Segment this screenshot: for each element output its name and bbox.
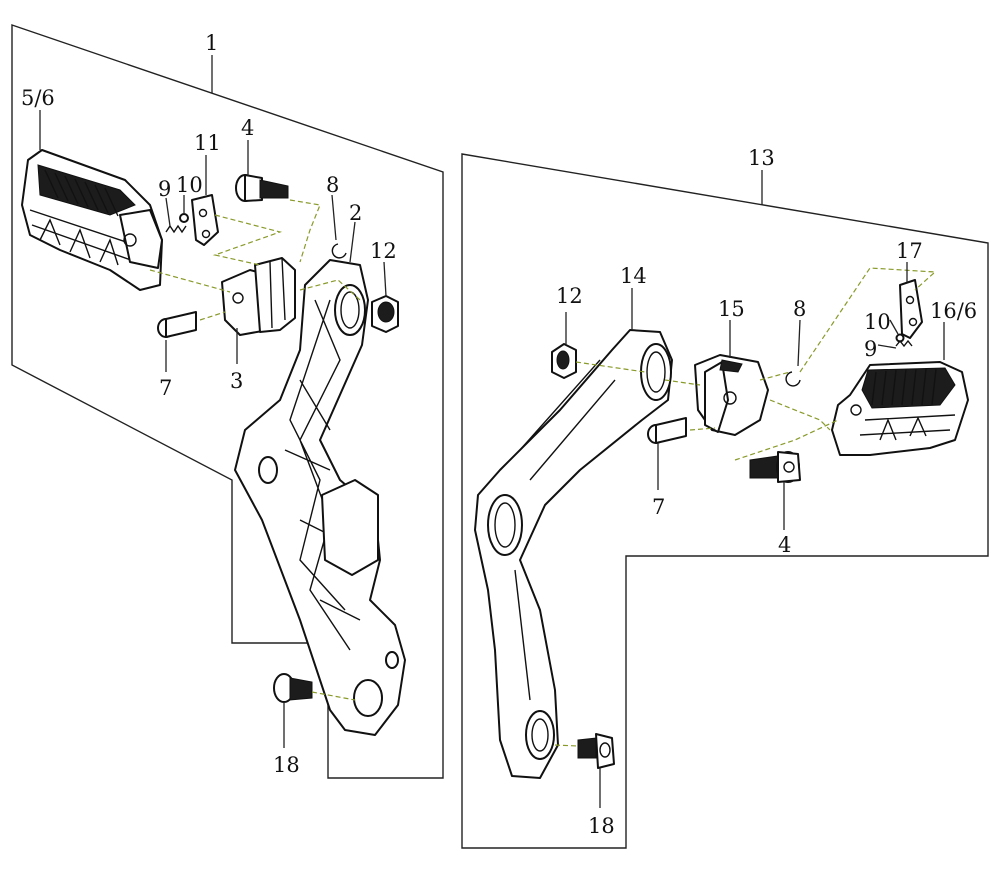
left-assembly-guide-lines xyxy=(149,199,361,701)
right-leader-lines xyxy=(565,170,945,808)
callout-right-4: 4 xyxy=(778,533,791,557)
right-bolt xyxy=(749,451,801,483)
callout-left-3: 3 xyxy=(230,369,243,393)
callout-left-10: 10 xyxy=(176,173,203,197)
callout-left-7: 7 xyxy=(159,376,172,400)
callout-right-13: 13 xyxy=(748,146,775,170)
callout-left-5-6: 5/6 xyxy=(21,86,55,110)
right-circlip xyxy=(785,371,801,387)
right-assembly-frame xyxy=(461,153,989,849)
callout-left-4: 4 xyxy=(241,116,254,140)
callout-right-16-6: 16/6 xyxy=(930,299,977,323)
callout-right-9: 9 xyxy=(864,337,877,361)
right-spring xyxy=(895,339,913,348)
right-pin xyxy=(647,417,687,444)
callout-right-7: 7 xyxy=(652,495,665,519)
left-bolt xyxy=(235,174,289,202)
right-assembly-guide-lines xyxy=(554,267,937,747)
callout-right-8: 8 xyxy=(793,297,806,321)
callout-right-10: 10 xyxy=(864,310,891,334)
left-plate xyxy=(191,194,219,246)
left-leader-lines xyxy=(39,55,387,748)
callout-left-18: 18 xyxy=(273,753,300,777)
left-pin xyxy=(157,311,197,338)
left-circlip xyxy=(331,243,347,259)
right-callouts: 13 12 14 15 8 17 10 16/6 9 7 4 18 xyxy=(556,146,977,838)
callout-right-18: 18 xyxy=(588,814,615,838)
right-footpeg-rubber xyxy=(831,361,969,456)
left-lower-bolt xyxy=(273,673,313,703)
callout-right-17: 17 xyxy=(896,239,923,263)
right-nut xyxy=(551,343,577,379)
left-main-bracket xyxy=(234,259,406,736)
callout-right-15: 15 xyxy=(718,297,745,321)
right-pivot-bracket xyxy=(694,354,769,436)
right-arm xyxy=(474,329,673,779)
callout-left-8: 8 xyxy=(326,173,339,197)
left-callouts: 1 5/6 11 9 10 4 8 2 12 7 3 18 xyxy=(21,31,397,777)
callout-left-1: 1 xyxy=(205,31,218,55)
left-nut xyxy=(371,295,399,333)
callout-left-2: 2 xyxy=(349,201,362,225)
callout-right-12: 12 xyxy=(556,284,583,308)
left-footpeg-rubber xyxy=(21,149,163,291)
right-plate xyxy=(899,279,923,339)
callout-left-12: 12 xyxy=(370,239,397,263)
callout-left-11: 11 xyxy=(194,131,221,155)
callout-left-9: 9 xyxy=(158,177,171,201)
callout-right-14: 14 xyxy=(620,264,647,288)
left-spring xyxy=(165,224,187,234)
left-washer xyxy=(179,213,189,223)
right-lower-bolt xyxy=(577,733,615,769)
left-pivot-bracket xyxy=(221,257,296,336)
